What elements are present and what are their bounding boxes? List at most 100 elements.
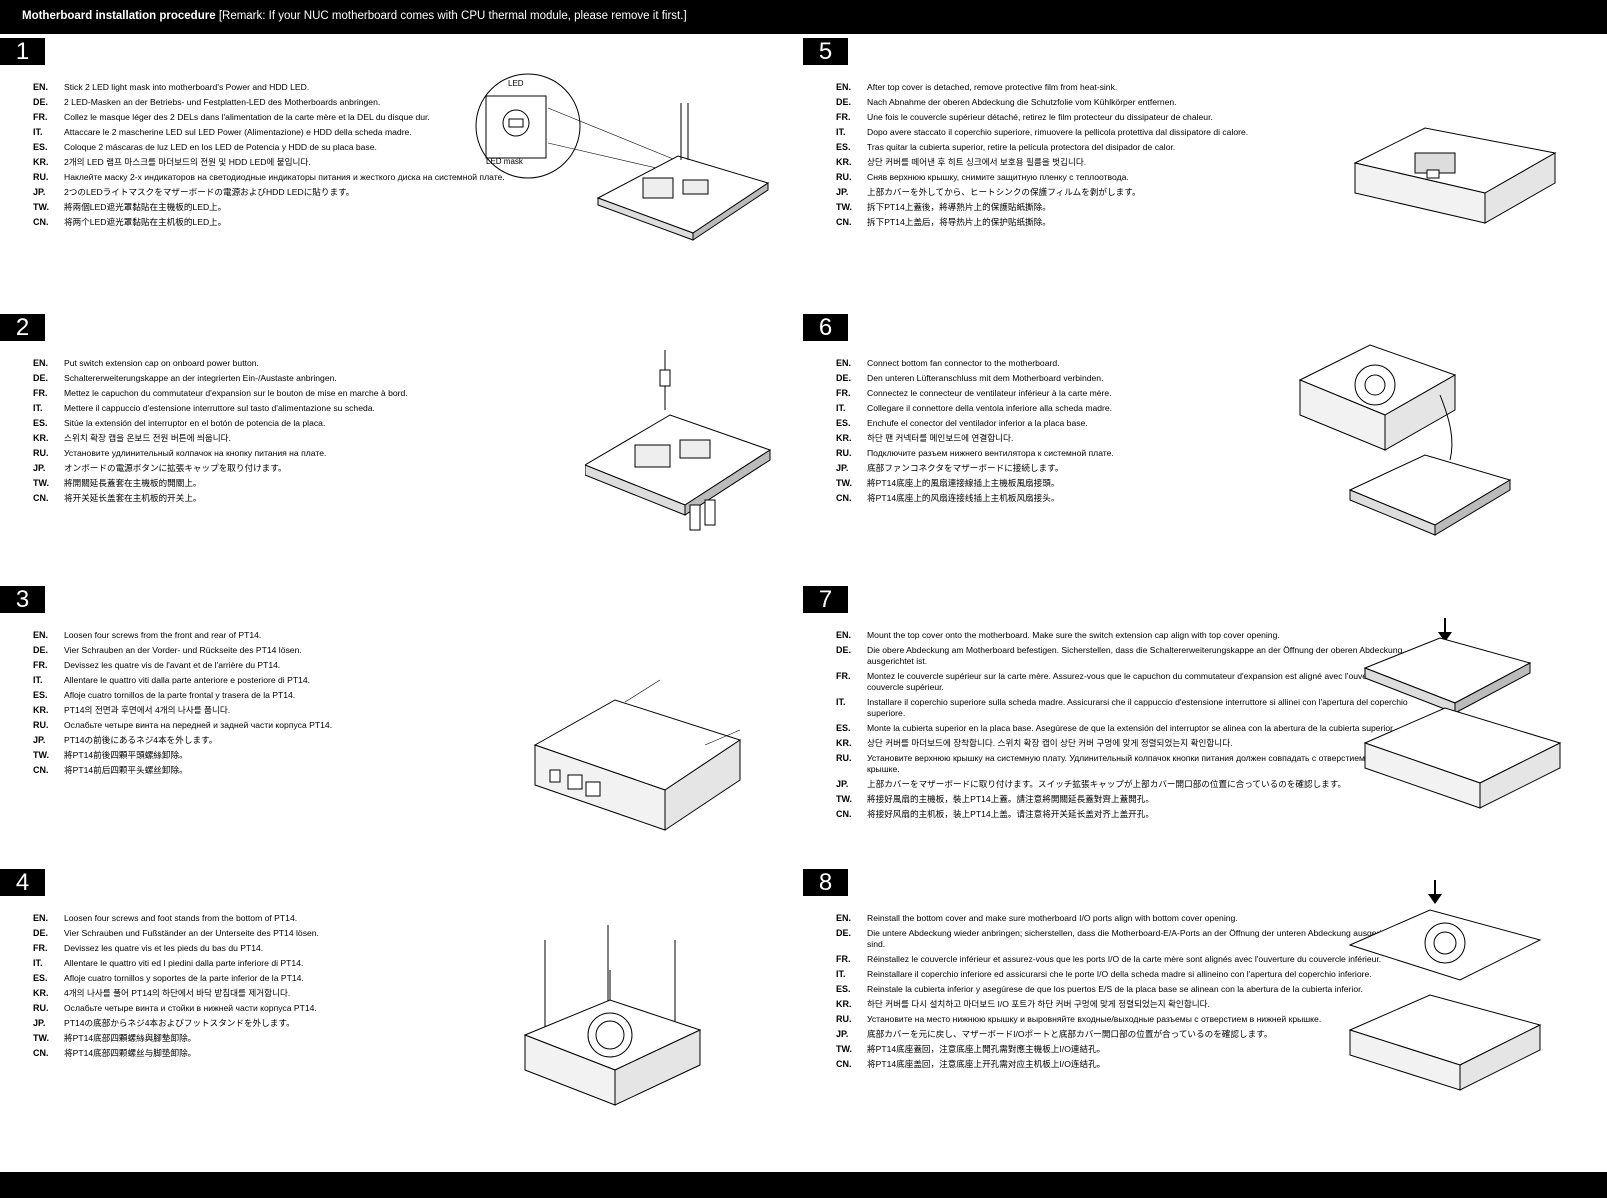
instruction-line: CN.将PT14底座上的风扇连接线插上主机板风扇接头。 [836, 493, 1356, 504]
instruction-text: Sitúe la extensión del interruptor en el… [64, 418, 326, 428]
instruction-text: Vier Schrauben an der Vorder- und Rückse… [64, 645, 302, 655]
instruction-text: Connectez le connecteur de ventilateur i… [867, 388, 1112, 398]
instruction-line: JP.PT14の前後にあるネジ4本を外します。 [33, 735, 553, 746]
instruction-list: EN. Stick 2 LED light mask into motherboa… [33, 82, 553, 232]
language-code: ES. [836, 142, 851, 152]
page-title: Motherboard installation procedure [22, 10, 216, 22]
instruction-text: PT14の底部からネジ4本およびフットスタンドを外します。 [64, 1018, 295, 1028]
instruction-line: IT.Reinstallare il coperchio inferiore e… [836, 969, 1416, 980]
instruction-line: RU. Установите на место нижнюю крышку и в… [836, 1014, 1416, 1025]
instruction-line: TW.拆下PT14上蓋後，將導熱片上的保護貼紙撕除。 [836, 202, 1356, 213]
instruction-text: Mettere il cappuccio d'estensione interr… [64, 403, 375, 413]
instruction-line: JP.上部カバーをマザーボードに取り付けます。スイッチ拡張キャップが上部カバー開… [836, 779, 1416, 790]
instruction-text: 將兩個LED遮光罩黏貼在主機板的LED上。 [64, 202, 227, 212]
instruction-text: Afloje cuatro tornillos de la parte fron… [64, 690, 296, 700]
instruction-text: Collez le masque léger des 2 DELs dans l… [64, 112, 430, 122]
language-code: TW. [33, 202, 49, 212]
instruction-line: KR. 하단 팬 커넥터를 메인보드에 연결합니다. [836, 433, 1356, 444]
instruction-line: FR. Montez le couvercle supérieur sur la … [836, 671, 1416, 693]
language-code: EN. [836, 913, 852, 923]
instruction-line: ES. Afloje cuatro tornillos de la parte f… [33, 690, 553, 701]
language-code: IT. [33, 958, 43, 968]
instruction-list: EN.Put switch extension cap on onboard p… [33, 358, 553, 508]
language-code: EN. [33, 358, 49, 368]
language-code: EN. [33, 82, 49, 92]
language-code: DE. [33, 645, 49, 655]
instruction-list: EN.Loosen four screws from the front and… [33, 630, 553, 780]
language-code: FR. [836, 112, 851, 122]
instruction-text: Ослабьте четыре винта на передней и задн… [64, 720, 333, 730]
instruction-text: PT14の前後にあるネジ4本を外します。 [64, 735, 218, 745]
instruction-line: ES.Sitúe la extensión del interruptor en… [33, 418, 553, 429]
instruction-text: Montez le couvercle supérieur sur la car… [867, 671, 1397, 692]
language-code: TW. [33, 1033, 49, 1043]
language-code: CN. [33, 1048, 49, 1058]
instruction-text: 将两个LED遮光罩黏贴在主机板的LED上。 [64, 217, 227, 227]
instruction-line: DE.Den unteren Lüfteranschluss mit dem M… [836, 373, 1356, 384]
language-code: JP. [33, 463, 46, 473]
instruction-text: Установите на место нижнюю крышку и выро… [867, 1014, 1322, 1024]
language-code: EN. [33, 630, 49, 640]
language-code: KR. [836, 433, 852, 443]
instruction-line: KR.상단 커버를 떼어낸 후 히트 싱크에서 보호용 필름을 벗깁니다. [836, 157, 1356, 168]
language-code: IT. [33, 403, 43, 413]
instruction-line: RU.Ослабьте четыре винта и стойки в нижн… [33, 1003, 553, 1014]
instruction-text: Stick 2 LED light mask into motherboard'… [64, 82, 310, 92]
instruction-list: EN.After top cover is detached, remove p… [836, 82, 1356, 232]
language-code: DE. [33, 373, 49, 383]
language-code: DE. [836, 928, 852, 938]
instruction-line: FR.Réinstallez le couvercle inférieur et… [836, 954, 1416, 965]
instruction-text: Nach Abnahme der oberen Abdeckung die Sc… [867, 97, 1177, 107]
instruction-text: PT14의 전면과 후면에서 4개의 나사를 풉니다. [64, 705, 231, 715]
instruction-line: EN.Put switch extension cap on onboard p… [33, 358, 553, 369]
instruction-line: ES.Monte la cubierta superior en la plac… [836, 723, 1416, 734]
language-code: IT. [836, 697, 846, 707]
language-code: RU. [836, 1014, 852, 1024]
language-code: CN. [836, 217, 852, 227]
step-number: 7 [803, 586, 848, 613]
instruction-text: 將接好風扇的主機板，裝上PT14上蓋。請注意將開關延長蓋對齊上蓋開孔。 [867, 794, 1154, 804]
language-code: ES. [33, 690, 48, 700]
instruction-text: 将PT14底座上的风扇连接线插上主机板风扇接头。 [867, 493, 1060, 503]
instruction-text: 2 LED-Masken an der Betriebs- und Festpl… [64, 97, 381, 107]
step-number: 2 [0, 314, 45, 341]
figure-heatsink-cover [1345, 108, 1565, 238]
instruction-text: Сняв верхнюю крышку, снимите защитную пл… [867, 172, 1129, 182]
figure-top-cover-mount [1360, 618, 1570, 813]
language-code: CN. [836, 809, 852, 819]
instruction-text: After top cover is detached, remove prot… [867, 82, 1118, 92]
figure-fan-connect [1290, 340, 1515, 565]
language-code: KR. [836, 999, 852, 1009]
instruction-text: Enchufe el conector del ventilador infer… [867, 418, 1088, 428]
language-code: CN. [33, 493, 49, 503]
instruction-line: IT.Collegare il connettore della ventola… [836, 403, 1356, 414]
instruction-line: ES.Enchufe el conector del ventilador in… [836, 418, 1356, 429]
instruction-line: JP.PT14の底部からネジ4本およびフットスタンドを外します。 [33, 1018, 553, 1029]
language-code: EN. [836, 358, 852, 368]
instruction-text: Mount the top cover onto the motherboard… [867, 630, 1280, 640]
instruction-line: RU.Установите удлинительный колпачок на … [33, 448, 553, 459]
instruction-text: 하단 팬 커넥터를 메인보드에 연결합니다. [867, 433, 1014, 443]
language-code: ES. [836, 984, 851, 994]
footer-bar [0, 1172, 1607, 1198]
instruction-line: FR.Connectez le connecteur de ventilateu… [836, 388, 1356, 399]
language-code: KR. [836, 738, 852, 748]
instruction-line: KR.하단 커버를 다시 설치하고 마더보드 I/O 포트가 하단 커버 구멍에… [836, 999, 1416, 1010]
instruction-line: KR.2개의 LED 램프 마스크를 마더보드의 전원 및 HDD LED에 붙… [33, 157, 553, 168]
instruction-text: Reinstall the bottom cover and make sure… [867, 913, 1238, 923]
instruction-text: 将PT14前后四颗平头螺丝卸除。 [64, 765, 188, 775]
language-code: JP. [836, 187, 849, 197]
instruction-line: RU.Сняв верхнюю крышку, снимите защитную… [836, 172, 1356, 183]
language-code: RU. [836, 753, 852, 763]
instruction-line: ES.Afloje cuatro tornillos y soportes de… [33, 973, 553, 984]
instruction-line: JP.上部カバーを外してから、ヒートシンクの保護フィルムを剥がします。 [836, 187, 1356, 198]
instruction-line: FR.Devissez les quatre vis et les pieds … [33, 943, 553, 954]
instruction-line: IT.Allentare le quattro viti ed I piedin… [33, 958, 553, 969]
instruction-text: 상단 커버를 마더보드에 장착합니다. 스위치 확장 캡이 상단 커버 구멍에 … [867, 738, 1233, 748]
language-code: FR. [836, 671, 851, 681]
instruction-line: CN.将PT14底部四颗螺丝与脚垫卸除。 [33, 1048, 553, 1059]
